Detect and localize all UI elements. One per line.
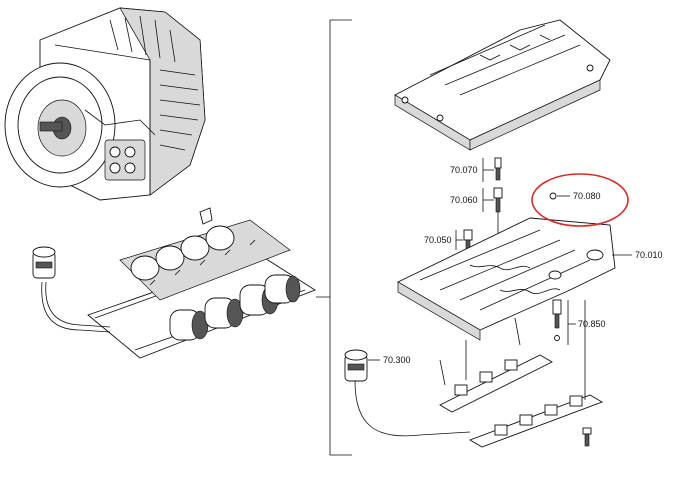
- label-70050: 70.050: [424, 235, 452, 245]
- label-70850: 70.850: [578, 319, 606, 329]
- sensor-70850: [552, 299, 562, 341]
- left-valve-assembly: [32, 207, 316, 359]
- screw-70070: [494, 157, 502, 181]
- label-70060: 70.060: [450, 195, 478, 205]
- callout-70010: 70.010: [612, 250, 663, 260]
- label-70070: 70.070: [450, 165, 478, 175]
- group-bracket: [316, 19, 352, 456]
- callout-70300: 70.300: [368, 355, 411, 365]
- callout-70060: 70.060: [450, 188, 494, 212]
- callout-70070: 70.070: [450, 158, 494, 182]
- valve-body-plate: [397, 217, 616, 341]
- highlight-circle: [531, 173, 629, 227]
- label-70080: 70.080: [573, 191, 601, 201]
- callout-70050: 70.050: [424, 230, 463, 250]
- valve-cover-part: [394, 19, 611, 151]
- wiring-harness: [344, 317, 604, 448]
- label-70300: 70.300: [383, 355, 411, 365]
- screw-70060: [493, 187, 503, 213]
- callout-70850: 70.850: [567, 300, 606, 345]
- callout-70080: 70.080: [549, 191, 601, 201]
- label-70010: 70.010: [635, 250, 663, 260]
- transmission-assembly: [4, 7, 206, 201]
